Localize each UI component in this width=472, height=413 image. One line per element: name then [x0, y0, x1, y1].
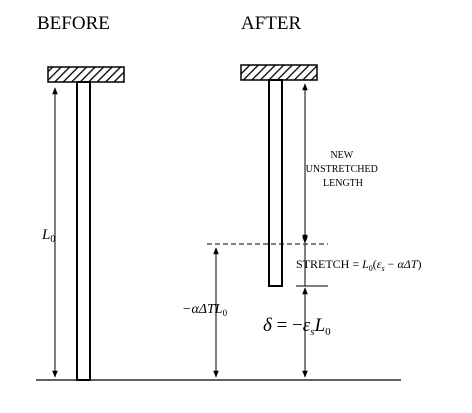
- after-title: AFTER: [241, 13, 302, 34]
- new-length-label: NEW UNSTRETCHED LENGTH: [306, 150, 381, 189]
- after-bar: [268, 79, 283, 287]
- delta-equation: δ = −εsL0: [263, 315, 331, 338]
- before-support-hatch: [47, 66, 125, 83]
- before-bar: [76, 81, 91, 381]
- before-title: BEFORE: [37, 13, 110, 34]
- after-support-hatch: [240, 64, 318, 81]
- original-length-label: L0: [41, 227, 55, 245]
- stretch-equation: STRETCH = L0(εs − αΔT): [296, 257, 421, 273]
- thermal-label: −αΔTL0: [182, 302, 228, 318]
